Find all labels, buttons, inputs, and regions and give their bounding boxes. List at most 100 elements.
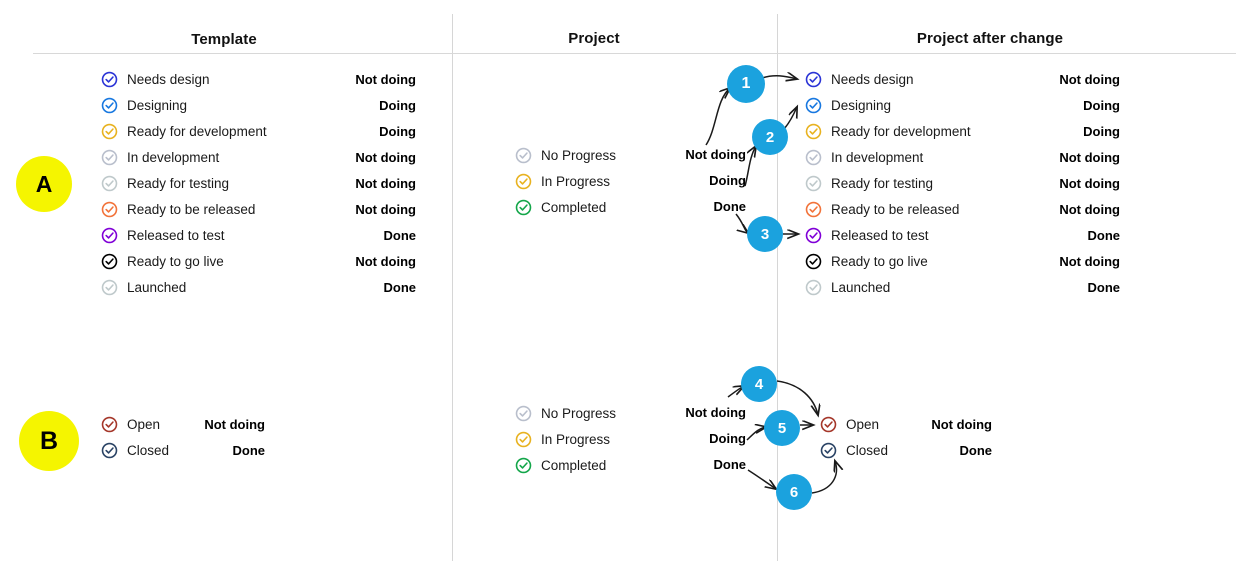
list-item[interactable]: Ready for testing Not doing <box>101 170 421 196</box>
arrow-2 <box>744 146 756 187</box>
status-name: Ready to go live <box>127 253 224 269</box>
check-circle-icon <box>101 201 118 218</box>
status-value: Doing <box>379 97 416 113</box>
status-value: Not doing <box>1059 253 1120 269</box>
step-badge-5: 5 <box>764 410 800 446</box>
list-item[interactable]: Open Not doing <box>820 411 992 437</box>
list-item[interactable]: Needs design Not doing <box>101 66 421 92</box>
list-item[interactable]: Ready for development Doing <box>805 118 1125 144</box>
step-badge-2: 2 <box>752 119 788 155</box>
list-item[interactable]: In Progress <box>515 168 715 194</box>
status-name: Ready for development <box>127 123 267 139</box>
status-value: Not doing <box>355 71 416 87</box>
status-name: Released to test <box>831 227 929 243</box>
step-badge-3: 3 <box>747 216 783 252</box>
section-b-project-after-list: Open Not doing Closed Done <box>820 411 992 463</box>
status-value: Done <box>713 457 747 472</box>
status-name: Ready for testing <box>127 175 230 191</box>
list-item[interactable]: Open Not doing <box>101 411 265 437</box>
list-item[interactable]: Ready for testing Not doing <box>805 170 1125 196</box>
section-a-project-list: No Progress In Progress Completed <box>515 142 715 220</box>
status-name: In development <box>831 149 924 165</box>
status-name: Ready for development <box>831 123 971 139</box>
list-item[interactable]: Ready to go live Not doing <box>805 248 1125 274</box>
arrow-6b <box>811 461 836 494</box>
status-value: Not doing <box>685 405 746 420</box>
status-name: Ready to be released <box>831 201 960 217</box>
check-circle-icon <box>820 416 837 433</box>
status-name: Needs design <box>127 71 210 87</box>
status-value: Not doing <box>1059 149 1120 165</box>
list-item[interactable]: Released to test Done <box>805 222 1125 248</box>
list-item[interactable]: Ready to be released Not doing <box>101 196 421 222</box>
status-value: Not doing <box>204 416 265 432</box>
list-item[interactable]: Ready for development Doing <box>101 118 421 144</box>
list-item[interactable]: Designing Doing <box>101 92 421 118</box>
status-name: Ready to go live <box>831 253 928 269</box>
check-circle-icon <box>515 405 532 422</box>
check-circle-icon <box>101 279 118 296</box>
status-value: Done <box>1087 227 1121 243</box>
status-name: Closed <box>127 442 170 458</box>
header-underline <box>33 53 1236 54</box>
status-name: In development <box>127 149 220 165</box>
list-item[interactable]: Ready to go live Not doing <box>101 248 421 274</box>
list-item[interactable]: Designing Doing <box>805 92 1125 118</box>
status-value: Done <box>383 279 417 295</box>
list-item[interactable]: In development Not doing <box>101 144 421 170</box>
section-b-project-list: No Progress In Progress Completed <box>515 400 715 478</box>
list-item[interactable]: In development Not doing <box>805 144 1125 170</box>
status-value: Doing <box>379 123 416 139</box>
step-badge-4: 4 <box>741 366 777 402</box>
status-value: Not doing <box>931 416 992 432</box>
status-value: Not doing <box>355 253 416 269</box>
list-item[interactable]: Completed <box>515 452 715 478</box>
column-header-template: Template <box>191 31 257 48</box>
status-name: No Progress <box>541 147 617 163</box>
check-circle-icon <box>101 442 118 459</box>
status-value: Not doing <box>355 175 416 191</box>
status-value: Not doing <box>1059 201 1120 217</box>
status-name: Completed <box>541 457 607 473</box>
list-item[interactable]: In Progress <box>515 426 715 452</box>
check-circle-icon <box>515 431 532 448</box>
list-item[interactable]: Needs design Not doing <box>805 66 1125 92</box>
list-item[interactable]: Launched Done <box>805 274 1125 300</box>
check-circle-icon <box>101 97 118 114</box>
list-item[interactable]: Closed Done <box>820 437 992 463</box>
check-circle-icon <box>515 457 532 474</box>
check-circle-icon <box>101 416 118 433</box>
status-name: Closed <box>846 442 889 458</box>
status-value: Doing <box>709 173 746 188</box>
status-name: Ready for testing <box>831 175 934 191</box>
section-b-project-status-col: Not doing Doing Done <box>600 400 746 478</box>
check-circle-icon <box>805 123 822 140</box>
status-value: Done <box>713 199 747 214</box>
check-circle-icon <box>515 173 532 190</box>
status-name: Open <box>846 416 880 432</box>
list-item[interactable]: Ready to be released Not doing <box>805 196 1125 222</box>
status-value: Not doing <box>355 149 416 165</box>
check-circle-icon <box>101 253 118 270</box>
status-value: Done <box>1087 279 1121 295</box>
status-name: Completed <box>541 199 607 215</box>
status-value: Not doing <box>1059 175 1120 191</box>
status-value: Done <box>959 442 993 458</box>
list-item[interactable]: Closed Done <box>101 437 265 463</box>
check-circle-icon <box>101 123 118 140</box>
check-circle-icon <box>805 279 822 296</box>
list-item[interactable]: Released to test Done <box>101 222 421 248</box>
status-value: Done <box>383 227 417 243</box>
check-circle-icon <box>805 71 822 88</box>
arrow-1b <box>761 76 797 79</box>
list-item[interactable]: Launched Done <box>101 274 421 300</box>
section-a-project-after-list: Needs design Not doing Designing Doing R… <box>805 66 1125 300</box>
status-name: In Progress <box>541 431 611 447</box>
list-item[interactable]: No Progress <box>515 400 715 426</box>
status-name: Designing <box>831 97 892 113</box>
list-item[interactable]: No Progress <box>515 142 715 168</box>
check-circle-icon <box>805 253 822 270</box>
section-marker-b: B <box>19 411 79 471</box>
list-item[interactable]: Completed <box>515 194 715 220</box>
status-name: Launched <box>831 279 891 295</box>
